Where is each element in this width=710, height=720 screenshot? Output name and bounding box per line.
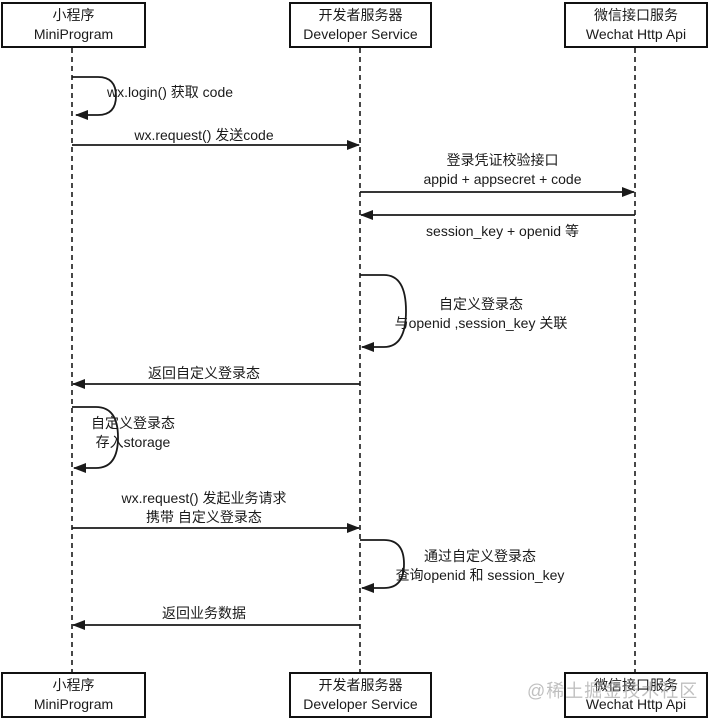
self-loop-wx-login <box>72 76 117 120</box>
actor-top-miniprogram: 小程序 MiniProgram <box>1 2 146 48</box>
label-return-login-state: 返回自定义登录态 <box>148 365 260 381</box>
self-loop-store-storage <box>72 406 119 473</box>
label-business-request: wx.request() 发起业务请求 携带 自定义登录态 <box>121 490 287 525</box>
label-custom-login-state: 自定义登录态 与openid ,session_key 关联 <box>394 296 568 331</box>
label-wx-login: wx.login() 获取 code <box>107 84 234 100</box>
actor-bottom-developer-service: 开发者服务器 Developer Service <box>289 672 432 718</box>
actor-label-zh: 微信接口服务 <box>594 677 678 693</box>
label-session-key-return: session_key + openid 等 <box>426 223 579 239</box>
actor-bottom-miniprogram: 小程序 MiniProgram <box>1 672 146 718</box>
actor-label-zh: 小程序 <box>52 677 95 693</box>
actor-label-en: Wechat Http Api <box>585 26 687 42</box>
actor-label-en: Wechat Http Api <box>585 696 687 712</box>
actor-label-zh: 开发者服务器 <box>318 7 403 23</box>
actor-label-en: MiniProgram <box>33 696 114 712</box>
self-loop-query-openid <box>360 539 405 593</box>
self-loop-custom-login-state <box>360 274 407 352</box>
actor-label-zh: 小程序 <box>52 7 95 23</box>
label-credential-check: 登录凭证校验接口 appid + appsecret + code <box>423 152 582 187</box>
actor-top-wechat-api: 微信接口服务 Wechat Http Api <box>564 2 708 48</box>
label-query-openid: 通过自定义登录态 查询openid 和 session_key <box>395 548 565 583</box>
actor-top-developer-service: 开发者服务器 Developer Service <box>289 2 432 48</box>
actor-label-zh: 微信接口服务 <box>594 7 678 23</box>
actor-label-en: Developer Service <box>303 26 418 42</box>
actor-label-en: Developer Service <box>303 696 418 712</box>
label-send-code: wx.request() 发送code <box>134 127 274 143</box>
label-return-business-data: 返回业务数据 <box>162 605 246 621</box>
actor-bottom-wechat-api: 微信接口服务 Wechat Http Api <box>564 672 708 718</box>
actor-label-zh: 开发者服务器 <box>318 677 403 693</box>
juejin-watermark: @稀土掘金技术社区 <box>527 681 699 701</box>
actor-label-en: MiniProgram <box>33 26 114 42</box>
label-store-storage: 自定义登录态 存入storage <box>91 415 175 450</box>
